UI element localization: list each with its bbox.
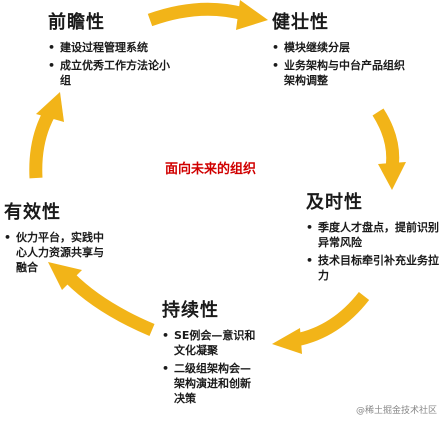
bullet-item: 技术目标牵引补充业务拉力 (306, 253, 440, 283)
node-title: 健壮性 (272, 12, 329, 33)
node-title: 及时性 (306, 192, 363, 213)
arrow-top-shaft (147, 2, 246, 27)
node-items: 建设过程管理系统 成立优秀工作方法论小组 (48, 40, 188, 88)
node-timeliness: 及时性 季度人才盘点，提前识别异常风险 技术目标牵引补充业务拉力 (306, 192, 442, 286)
bullet-item: 伙力平台，实践中心人力资源共享与融合 (4, 230, 110, 275)
arrow-bottom-right-shaft (294, 291, 370, 347)
bullet-item: 建设过程管理系统 (48, 40, 180, 55)
bullet-item: 成立优秀工作方法论小组 (48, 58, 170, 88)
node-title: 持续性 (162, 300, 219, 321)
arrow-left-head (36, 92, 64, 122)
node-foresight: 前瞻性 建设过程管理系统 成立优秀工作方法论小组 (48, 12, 188, 91)
arrow-right-shaft (372, 108, 400, 169)
node-robustness: 健壮性 模块继续分层 业务架构与中台产品组织架构调整 (272, 12, 422, 91)
node-items: 伙力平台，实践中心人力资源共享与融合 (4, 230, 124, 275)
node-title: 有效性 (4, 202, 61, 223)
arrow-left-shaft (29, 108, 56, 179)
bullet-item: 季度人才盘点，提前识别异常风险 (306, 220, 440, 250)
node-items: 季度人才盘点，提前识别异常风险 技术目标牵引补充业务拉力 (306, 220, 442, 283)
node-items: 模块继续分层 业务架构与中台产品组织架构调整 (272, 40, 422, 88)
node-sustainability: 持续性 SE例会—意识和文化凝聚 二级组架构会—架构演进和创新决策 (162, 300, 272, 409)
center-title: 面向未来的组织 (165, 162, 257, 177)
node-title: 前瞻性 (48, 12, 105, 33)
arrow-bottom-left-shaft (65, 273, 155, 336)
node-items: SE例会—意识和文化凝聚 二级组架构会—架构演进和创新决策 (162, 328, 272, 406)
bullet-item: 二级组架构会—架构演进和创新决策 (162, 361, 254, 406)
arrow-right-head (378, 162, 406, 190)
bullet-item: 业务架构与中台产品组织架构调整 (272, 58, 409, 88)
bullet-item: SE例会—意识和文化凝聚 (162, 328, 266, 358)
arrow-bottom-right-head (272, 328, 302, 354)
watermark: @稀土掘金技术社区 (356, 406, 438, 416)
bullet-item: 模块继续分层 (272, 40, 414, 55)
arrow-top-head (236, 0, 268, 30)
node-effectiveness: 有效性 伙力平台，实践中心人力资源共享与融合 (4, 202, 124, 278)
